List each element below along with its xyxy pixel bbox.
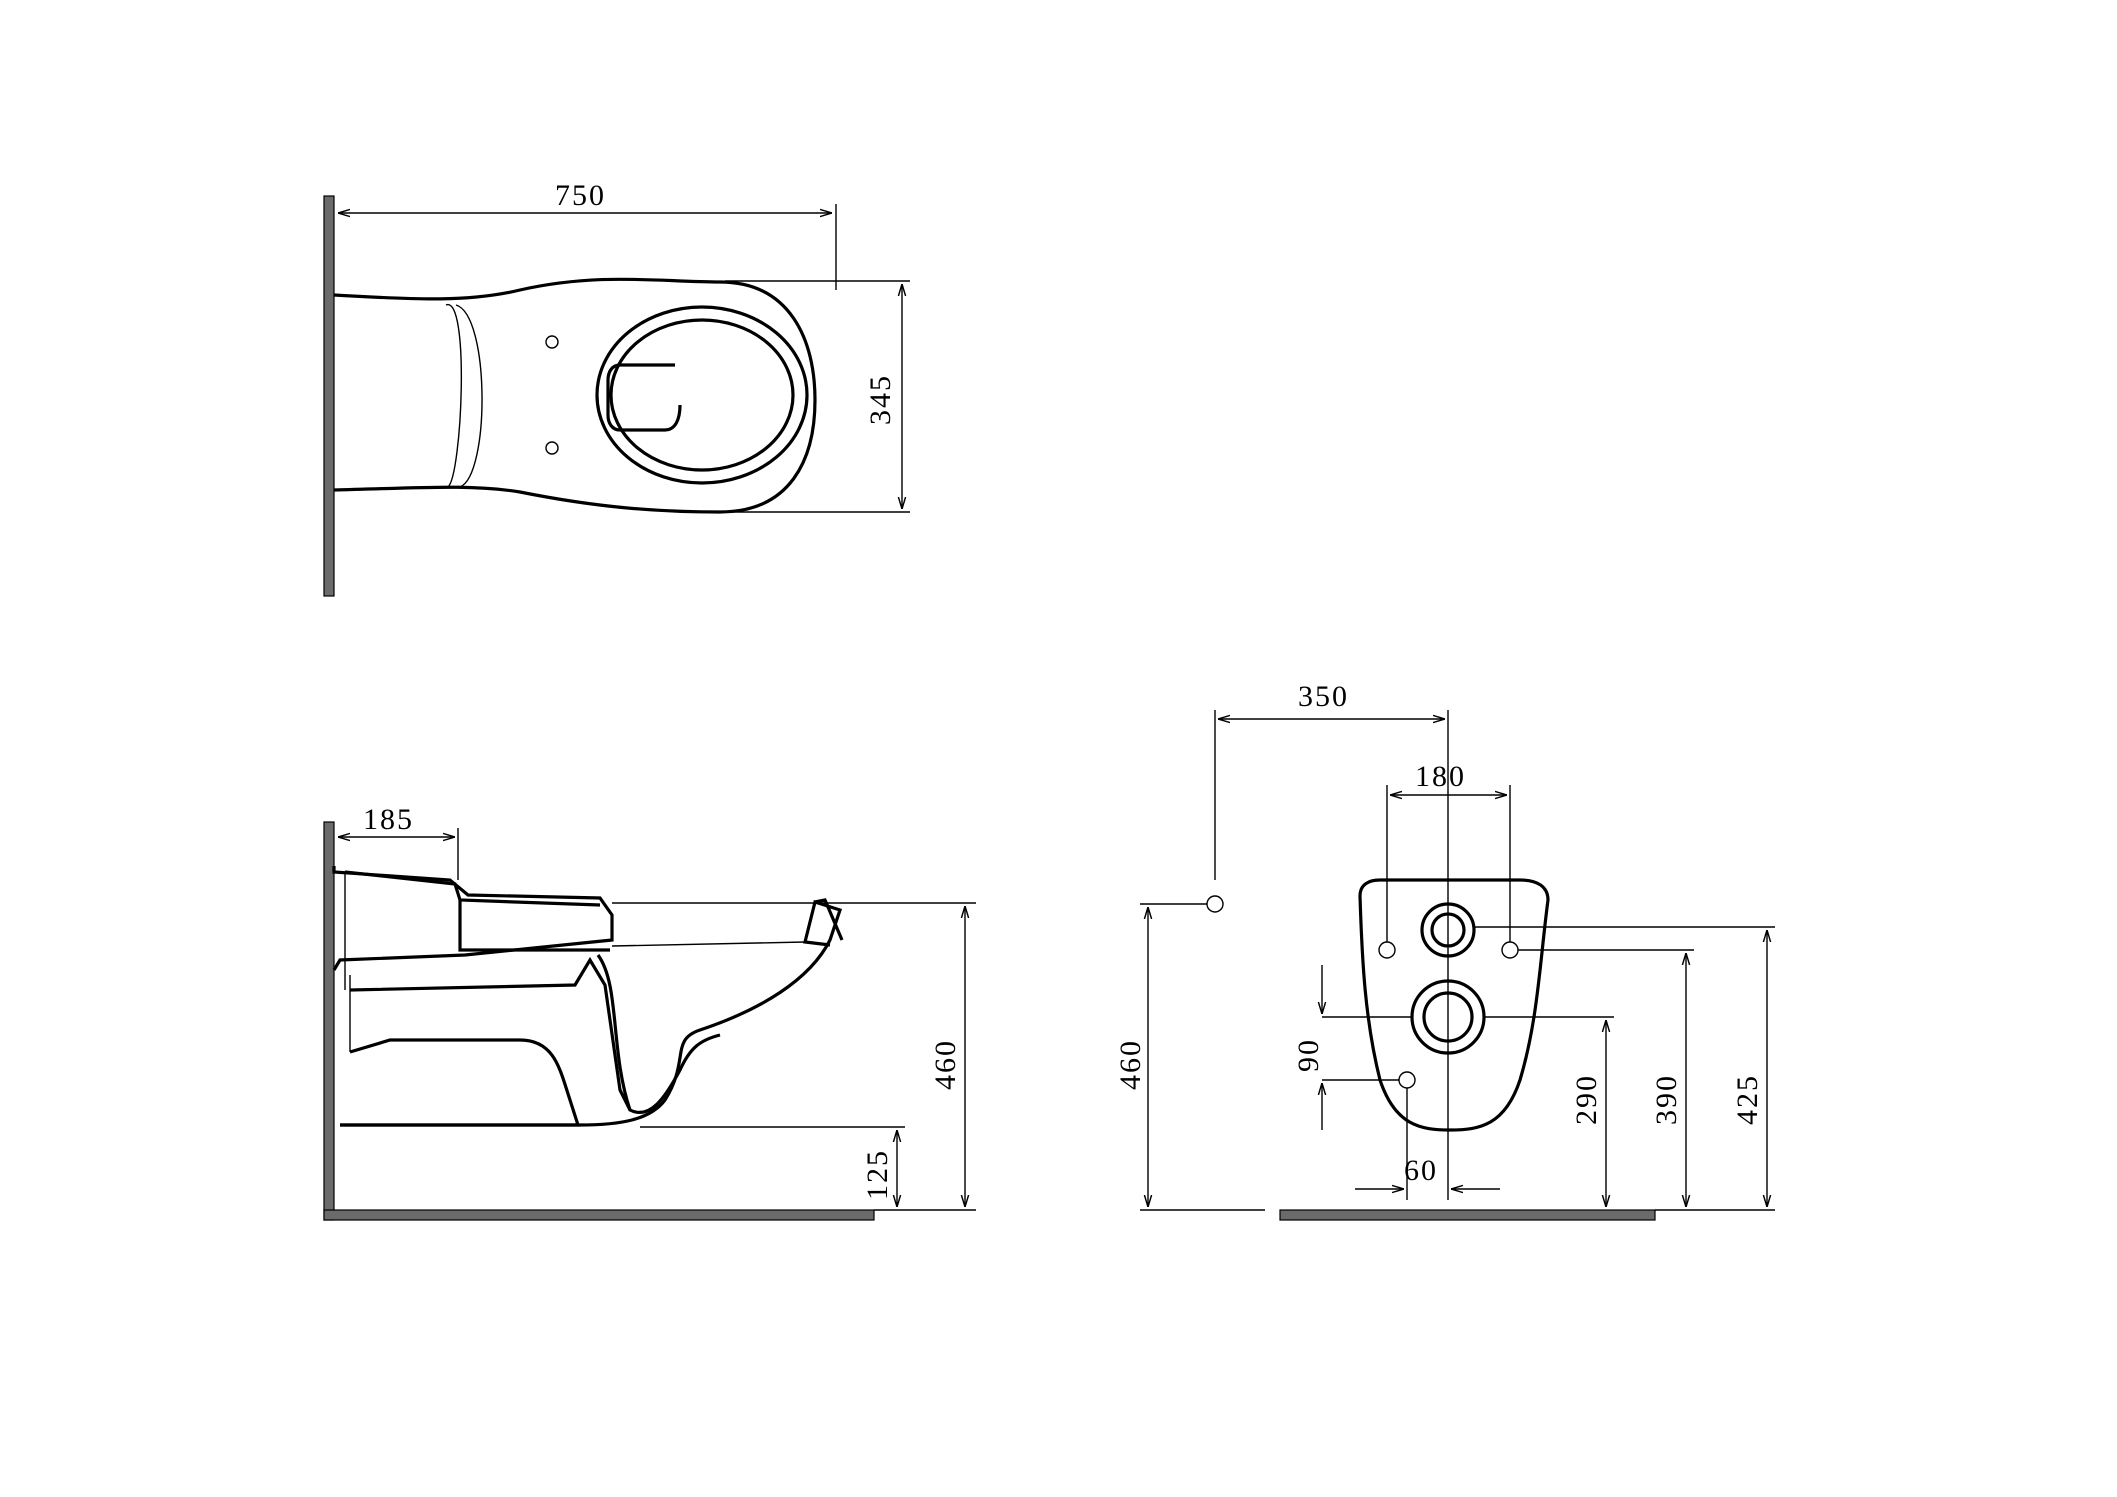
bolt-hole-low <box>1398 1071 1416 1089</box>
side-view: 185 460 125 <box>323 803 976 1221</box>
back-view-waste-height-dimension: 290 <box>1484 1016 1614 1207</box>
bolt-hole-left <box>1378 941 1396 959</box>
side-view-wall-offset-label: 185 <box>363 803 414 836</box>
back-view-waste-height-label: 290 <box>1570 1074 1603 1125</box>
back-view: 350 180 460 90 60 <box>1114 680 1775 1221</box>
side-view-wall-offset-dimension: 185 <box>338 803 459 880</box>
top-view-bowl-outline <box>333 277 817 514</box>
side-view-height-label: 460 <box>929 1039 962 1090</box>
back-view-top-height-label: 425 <box>1731 1074 1764 1125</box>
side-view-floor <box>323 1209 875 1221</box>
back-view-waste-spacing-dimension: 90 <box>1292 965 1412 1130</box>
back-view-height-label: 460 <box>1114 1039 1147 1090</box>
back-view-low-bolt-label: 60 <box>1404 1154 1438 1187</box>
side-view-body-section <box>332 866 844 1127</box>
back-view-bolt-spacing-label: 180 <box>1415 760 1466 793</box>
back-view-bolt-height-label: 390 <box>1650 1074 1683 1125</box>
side-view-wall <box>323 821 335 1221</box>
back-view-top-height-dimension: 425 <box>1474 926 1775 1211</box>
back-view-bolt-height-dimension: 390 <box>1518 949 1694 1207</box>
bolt-hole-right <box>1501 941 1519 959</box>
top-view-length-dimension: 750 <box>338 179 837 290</box>
top-view-width-label: 345 <box>864 374 897 425</box>
reference-point <box>1206 895 1224 913</box>
top-view-length-label: 750 <box>555 179 606 212</box>
back-view-body-outline <box>1206 878 1550 1132</box>
back-view-waste-spacing-label: 90 <box>1292 1038 1325 1072</box>
back-view-center-offset-label: 350 <box>1298 680 1349 713</box>
side-view-height-dimension: 460 <box>612 902 976 1211</box>
side-view-rim-line <box>611 941 806 947</box>
side-view-bottom-label: 125 <box>861 1149 894 1200</box>
back-view-low-bolt-dimension: 60 <box>1355 1088 1500 1200</box>
top-view: 750 345 <box>323 179 910 597</box>
back-view-height-dimension: 460 <box>1114 903 1265 1211</box>
side-view-bottom-dimension: 125 <box>640 1126 905 1207</box>
back-view-center-offset-dimension: 350 <box>1214 680 1449 1200</box>
back-view-floor <box>1279 1209 1656 1221</box>
back-view-bolt-spacing-dimension: 180 <box>1386 760 1511 942</box>
top-view-wall <box>323 195 335 597</box>
top-view-width-dimension: 345 <box>725 280 910 513</box>
